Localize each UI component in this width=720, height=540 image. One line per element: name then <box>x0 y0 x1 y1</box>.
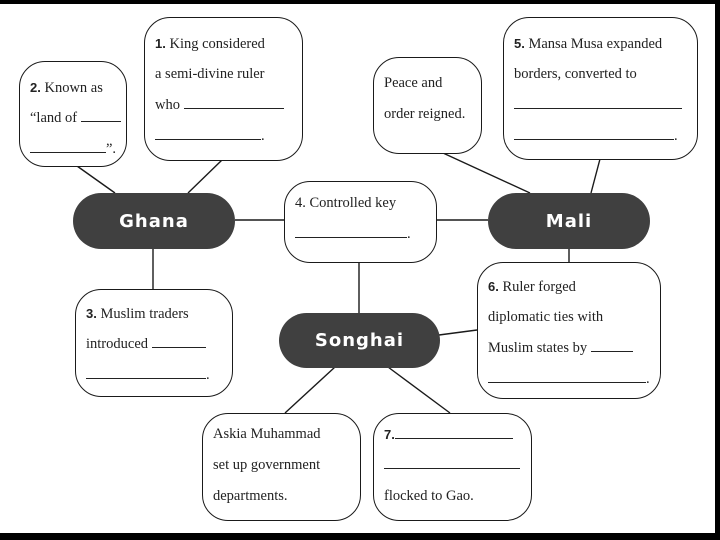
question-box-1: 1. King considered a semi-divine ruler w… <box>144 17 303 161</box>
question-number: 5. <box>514 36 525 51</box>
question-box-6: 6. Ruler forged diplomatic ties with Mus… <box>477 262 661 399</box>
ghana-node: Ghana <box>73 193 235 249</box>
answer-blank[interactable] <box>155 123 261 140</box>
box2-line-1: 2. Known as <box>30 80 103 96</box>
peace-line-2: order reigned. <box>384 106 466 122</box>
box1-line-3: who <box>155 90 292 121</box>
box1-line-1: 1. King considered <box>155 36 265 52</box>
question-number: 3. <box>86 306 97 321</box>
box3-line-1: 3. Muslim traders <box>86 306 189 322</box>
songhai-fact-askia-box: Askia Muhammad set up government departm… <box>202 413 361 521</box>
question-box-5: 5. Mansa Musa expanded borders, converte… <box>503 17 698 160</box>
right-frame-bar <box>715 0 720 540</box>
box1-line-2: a semi-divine ruler <box>155 66 265 82</box>
answer-blank[interactable] <box>86 362 206 379</box>
answer-blank[interactable] <box>514 123 674 140</box>
box6-line-1: 6. Ruler forged <box>488 279 576 295</box>
box7-line-3: flocked to Gao. <box>384 488 474 504</box>
box7-line-1: 7. <box>384 419 521 450</box>
mali-node: Mali <box>488 193 650 249</box>
answer-blank[interactable] <box>151 331 206 348</box>
mali-fact-peace-box: Peace and order reigned. <box>373 57 482 154</box>
box7-line-2 <box>384 450 521 481</box>
box2-line-3: ”. <box>30 134 116 165</box>
question-box-7: 7. flocked to Gao. <box>373 413 532 521</box>
question-number: 4. <box>295 195 306 211</box>
box5-line-1: 5. Mansa Musa expanded <box>514 36 663 52</box>
question-number: 2. <box>30 80 41 95</box>
answer-blank[interactable] <box>394 422 513 439</box>
top-frame-bar <box>0 0 720 4</box>
answer-blank[interactable] <box>183 92 284 109</box>
box4-line-2: . <box>295 219 426 250</box>
box1-line-4: . <box>155 121 292 152</box>
askia-line-3: departments. <box>213 488 288 504</box>
question-box-4: 4. Controlled key . <box>284 181 437 263</box>
box4-line-1: 4. Controlled key <box>295 195 397 211</box>
box6-line-2: diplomatic ties with <box>488 309 604 325</box>
question-box-3: 3. Muslim traders introduced . <box>75 289 233 397</box>
box2-line-2: “land of <box>30 103 121 134</box>
question-number: 6. <box>488 279 499 294</box>
peace-line-1: Peace and <box>384 75 443 91</box>
answer-blank[interactable] <box>514 92 682 109</box>
answer-blank[interactable] <box>295 221 407 238</box>
askia-line-1: Askia Muhammad <box>213 426 321 442</box>
box6-line-3: Muslim states by <box>488 333 650 364</box>
askia-line-2: set up government <box>213 457 321 473</box>
bottom-frame-bar <box>0 533 720 540</box>
box3-line-3: . <box>86 360 222 391</box>
question-number: 1. <box>155 36 166 51</box>
answer-blank[interactable] <box>488 366 646 383</box>
box6-line-4: . <box>488 364 650 395</box>
answer-blank[interactable] <box>80 105 121 122</box>
box5-line-4: . <box>514 121 687 152</box>
question-number: 7. <box>384 427 395 442</box>
box5-line-2: borders, converted to <box>514 66 637 82</box>
question-box-2: 2. Known as “land of ”. <box>19 61 127 167</box>
answer-blank[interactable] <box>590 335 633 352</box>
answer-blank[interactable] <box>384 452 520 469</box>
answer-blank[interactable] <box>30 136 106 153</box>
songhai-node: Songhai <box>279 313 440 368</box>
box3-line-2: introduced <box>86 329 222 360</box>
box5-line-3 <box>514 90 687 121</box>
